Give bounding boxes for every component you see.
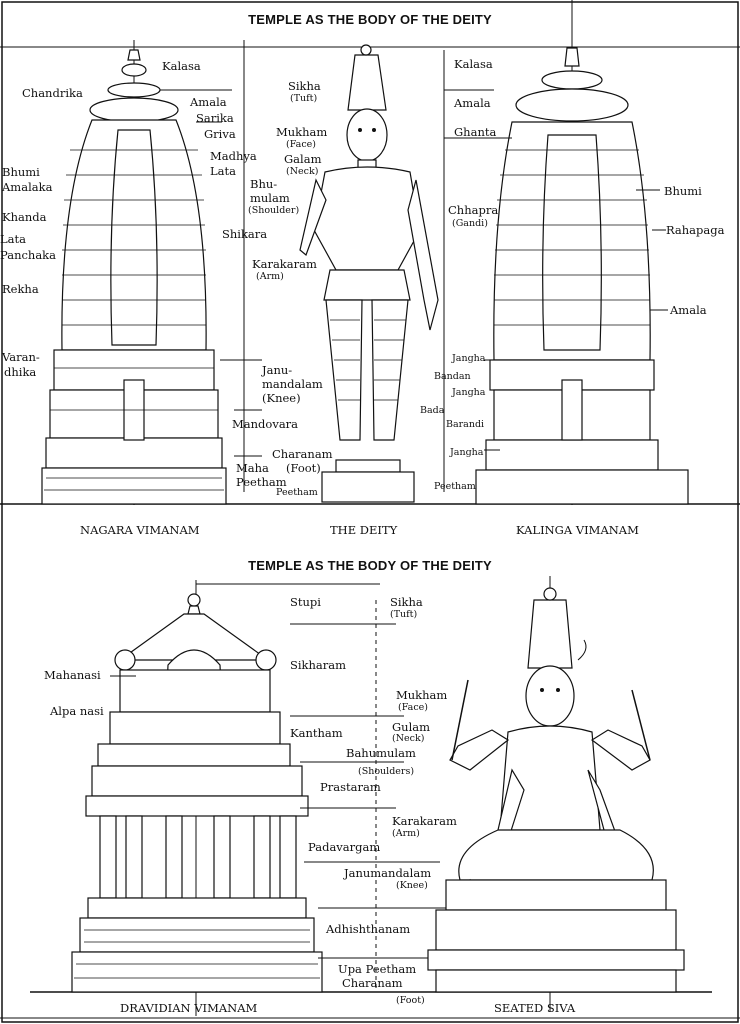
deity-foot-label: (Foot) xyxy=(286,461,321,475)
dravidian-padavargam-label: Padavargam xyxy=(308,840,381,854)
bottom-heading: TEMPLE AS THE BODY OF THE DEITY xyxy=(248,558,492,573)
siva-janumandalam-label: Janumandalam xyxy=(344,866,432,880)
deity-knee-label: (Knee) xyxy=(262,391,301,405)
nagara-chandrika-label: Chandrika xyxy=(22,86,83,100)
kalinga-bandan-label: Bandan xyxy=(434,371,471,382)
siva-foot-sub: (Foot) xyxy=(396,995,425,1006)
kalinga-amala2-label: Amala xyxy=(670,303,707,317)
dravidian-upa-peetham-label: Upa Peetham xyxy=(338,962,417,976)
deity-bhu-label: Bhu- xyxy=(250,177,278,191)
deity-sikha-label: Sikha xyxy=(288,79,321,93)
nagara-khanda-label: Khanda xyxy=(2,210,47,224)
dravidian-sikharam-label: Sikharam xyxy=(290,658,347,672)
dravidian-stupi-label: Stupi xyxy=(290,595,321,609)
siva-charanam-label: Charanam xyxy=(342,976,403,990)
kalinga-chhapra-label: Chhapra xyxy=(448,203,499,217)
kalinga-jangha3-label: Jangha xyxy=(450,447,484,458)
siva-karakaram-label: Karakaram xyxy=(392,814,457,828)
deity-caption: THE DEITY xyxy=(330,523,398,537)
nagara-amalaka-label: Amalaka xyxy=(2,180,53,194)
deity-peetham-sub: Peetham xyxy=(276,487,318,498)
deity-neck-sub: (Neck) xyxy=(286,166,319,177)
top-heading: TEMPLE AS THE BODY OF THE DEITY xyxy=(248,12,492,27)
kalinga-jangha-label: Jangha xyxy=(452,353,486,364)
nagara-mandovara-label: Mandovara xyxy=(232,417,299,431)
deity-shoulder-sub: (Shoulder) xyxy=(248,205,300,216)
nagara-peetham-label: Peetham xyxy=(236,475,287,489)
dravidian-caption: DRAVIDIAN VIMANAM xyxy=(120,1001,258,1015)
dravidian-mahanasi-label: Mahanasi xyxy=(44,668,101,682)
deity-mandalam-label: mandalam xyxy=(262,377,323,391)
kalinga-bada-label: Bada xyxy=(420,405,445,416)
siva-caption: SEATED SIVA xyxy=(494,1001,576,1015)
kalinga-vimanam-drawing xyxy=(475,0,689,505)
siva-bahumulam-label: Bahumulam xyxy=(346,746,416,760)
deity-mukham-label: Mukham xyxy=(276,125,328,139)
nagara-madhya-label: Madhya xyxy=(210,149,257,163)
deity-mulam-label: mulam xyxy=(250,191,290,205)
nagara-varan-label: Varan- xyxy=(2,350,40,364)
dravidian-vimanam-drawing xyxy=(71,580,323,1016)
kalinga-bhumi-label: Bhumi xyxy=(664,184,702,198)
dravidian-prastaram-label: Prastaram xyxy=(320,780,381,794)
kalinga-barandi-label: Barandi xyxy=(446,419,485,430)
siva-shoulders-sub: (Shoulders) xyxy=(358,766,415,777)
siva-neck-sub: (Neck) xyxy=(392,733,425,744)
kalinga-jangha2-label: Jangha xyxy=(452,387,486,398)
nagara-maha-label: Maha xyxy=(236,461,269,475)
deity-tuft-sub: (Tuft) xyxy=(290,93,318,104)
nagara-griva-label: Griva xyxy=(204,127,236,141)
nagara-lata-label: Lata xyxy=(210,164,236,178)
siva-face-sub: (Face) xyxy=(398,702,428,713)
deity-charanam-label: Charanam xyxy=(272,447,333,461)
kalinga-peetham-label: Peetham xyxy=(434,481,476,492)
seated-siva-drawing xyxy=(427,576,685,1012)
dravidian-kantham-label: Kantham xyxy=(290,726,343,740)
siva-mukham-label: Mukham xyxy=(396,688,448,702)
siva-sikha-label: Sikha xyxy=(390,595,423,609)
nagara-lata2-label: Lata xyxy=(0,232,26,246)
deity-face-sub: (Face) xyxy=(286,139,316,150)
deity-janu-label: Janu- xyxy=(262,363,293,377)
dravidian-alpa-nasi-label: Alpa nasi xyxy=(50,704,104,718)
nagara-panchaka-label: Panchaka xyxy=(0,248,57,262)
nagara-bhumi-label: Bhumi xyxy=(2,165,40,179)
kalinga-gandi-sub: (Gandi) xyxy=(452,218,488,229)
siva-tuft-sub: (Tuft) xyxy=(390,609,418,620)
siva-arm-sub: (Arm) xyxy=(392,828,420,839)
top-leader-lines xyxy=(160,89,668,457)
kalinga-rahapaga-label: Rahapaga xyxy=(666,223,725,237)
nagara-caption: NAGARA VIMANAM xyxy=(80,523,200,537)
nagara-amala-label: Amala xyxy=(190,95,227,109)
standing-deity-drawing xyxy=(243,40,445,503)
nagara-sarika-label: Sarika xyxy=(196,111,234,125)
siva-knee-sub: (Knee) xyxy=(396,880,428,891)
kalinga-amala-label: Amala xyxy=(454,96,491,110)
kalinga-kalasa-label: Kalasa xyxy=(454,57,493,71)
deity-karakaram-label: Karakaram xyxy=(252,257,317,271)
nagara-dhika-label: dhika xyxy=(4,365,37,379)
nagara-rekha-label: Rekha xyxy=(2,282,39,296)
deity-arm-sub: (Arm) xyxy=(256,271,284,282)
siva-gulam-label: Gulam xyxy=(392,720,431,734)
nagara-vimanam-drawing xyxy=(41,40,227,505)
nagara-kalasa-label: Kalasa xyxy=(162,59,201,73)
kalinga-caption: KALINGA VIMANAM xyxy=(516,523,639,537)
dravidian-adhishthanam-label: Adhishthanam xyxy=(326,922,411,936)
deity-galam-label: Galam xyxy=(284,152,322,166)
nagara-shikara-label: Shikara xyxy=(222,227,268,241)
kalinga-ghanta-label: Ghanta xyxy=(454,125,497,139)
